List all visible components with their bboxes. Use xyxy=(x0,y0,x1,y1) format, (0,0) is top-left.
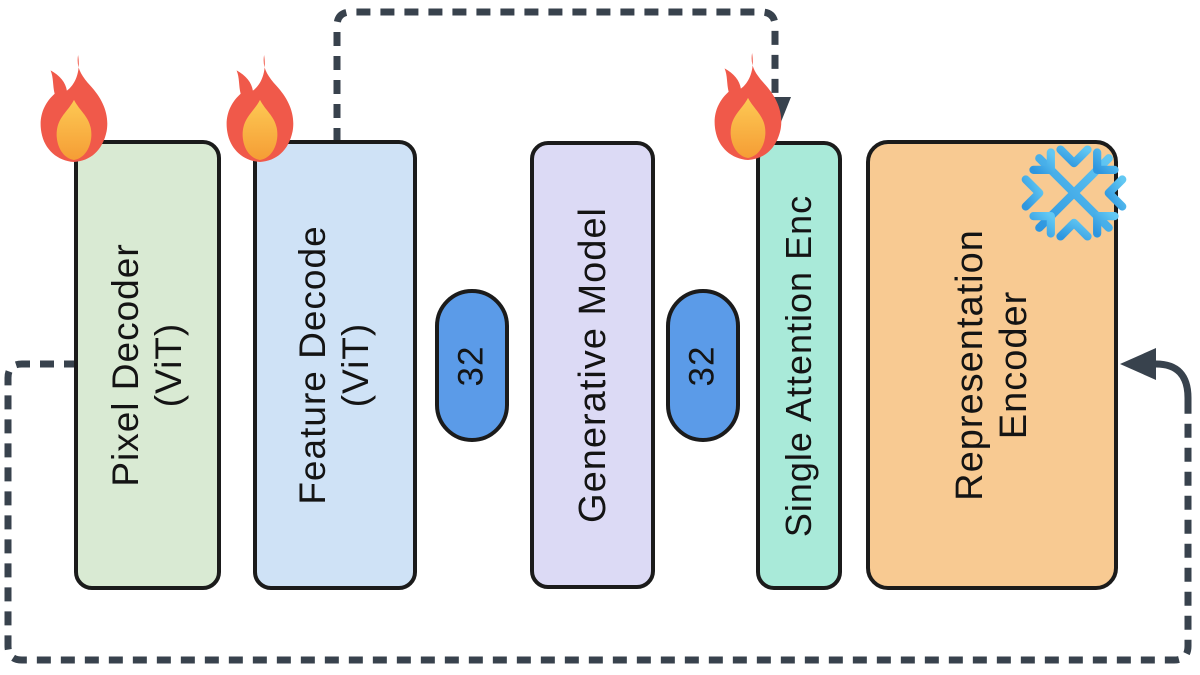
feature-decode-to-attention-arrow xyxy=(333,8,791,142)
token-pill-right-label: 32 xyxy=(682,345,722,386)
token-pill-right: 32 xyxy=(666,289,740,442)
feature-decode-label: Feature Decode (ViT) xyxy=(292,225,376,505)
pixel-decoder-label: Pixel Decoder (ViT) xyxy=(104,243,189,487)
pixel-decoder-block: Pixel Decoder (ViT) xyxy=(74,140,221,590)
generative-model-block: Generative Model xyxy=(530,141,655,589)
token-pill-left: 32 xyxy=(435,289,509,442)
arrow-down-head xyxy=(759,97,791,137)
single-attention-enc-block: Single Attention Enc xyxy=(756,141,842,590)
representation-encoder-label: Representation Encoder xyxy=(948,229,1035,501)
arrow-left-head xyxy=(1120,348,1156,380)
feature-decode-block: Feature Decode (ViT) xyxy=(253,140,417,590)
token-pill-left-label: 32 xyxy=(451,345,491,386)
generative-model-label: Generative Model xyxy=(571,207,614,523)
representation-encoder-block: Representation Encoder xyxy=(866,140,1118,590)
single-attention-enc-label: Single Attention Enc xyxy=(778,194,820,537)
